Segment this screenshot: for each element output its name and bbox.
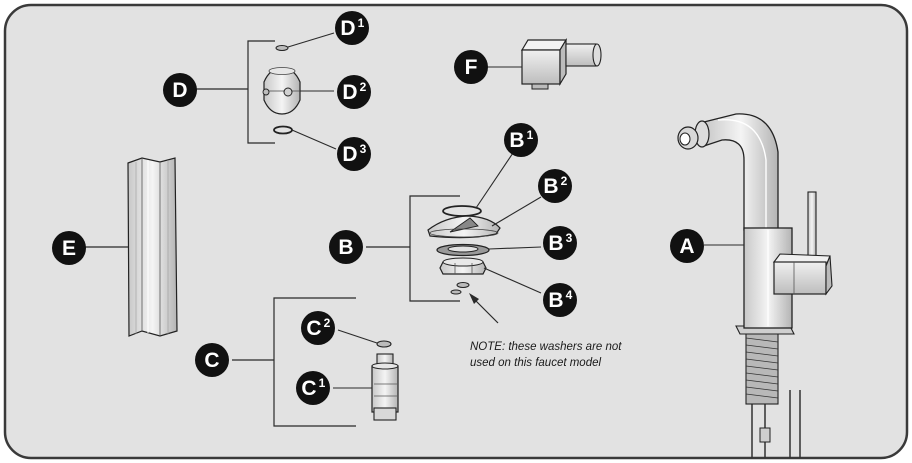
- bracket-d: [196, 40, 275, 144]
- leader-d1: [287, 32, 335, 48]
- label-badge-superscript: 4: [566, 288, 573, 302]
- label-badge-circle: [543, 226, 577, 260]
- part-d2-barrel: [262, 67, 301, 115]
- part-e-tube: [127, 157, 178, 337]
- leader-d3: [291, 129, 337, 150]
- label-badge-text: B: [509, 129, 524, 152]
- label-badge-circle: [329, 230, 363, 264]
- label-badge-text: E: [62, 237, 76, 260]
- label-badge-text: A: [679, 235, 694, 258]
- bracket-b: [366, 195, 460, 302]
- leader-b2: [491, 196, 542, 227]
- label-badge-circle: [335, 11, 369, 45]
- label-badge-text: D: [342, 143, 357, 166]
- label-badge-circle: [543, 283, 577, 317]
- part-d1-washer: [275, 45, 289, 51]
- label-badge-superscript: 3: [360, 142, 367, 156]
- label-badge-circle: [52, 231, 86, 265]
- label-badge-text: C: [306, 317, 321, 340]
- part-b4-nut: [439, 257, 487, 275]
- label-badge-c: C: [195, 343, 229, 377]
- label-badge-superscript: 2: [561, 174, 568, 188]
- note-line-1: NOTE: these washers are not: [470, 341, 622, 353]
- part-f-handle-block: [520, 37, 602, 90]
- label-badge-text: C: [301, 377, 316, 400]
- label-badge-e: E: [52, 231, 86, 265]
- note-line-2: used on this faucet model: [470, 357, 601, 369]
- label-badge-circle: [296, 371, 330, 405]
- label-badge-text: C: [204, 349, 219, 372]
- label-badge-b: B: [329, 230, 363, 264]
- label-badge-circle: [454, 50, 488, 84]
- label-badge-text: D: [340, 17, 355, 40]
- label-badge-circle: [670, 229, 704, 263]
- label-badge-a: A: [670, 229, 704, 263]
- label-badge-superscript: 2: [360, 80, 367, 94]
- note-arrow: [469, 293, 499, 324]
- label-badge-circle: [337, 137, 371, 171]
- label-badge-f: F: [454, 50, 488, 84]
- leader-b3: [488, 246, 542, 250]
- label-badge-superscript: 2: [324, 316, 331, 330]
- label-badge-text: B: [548, 232, 563, 255]
- part-c1-cartridge: [371, 353, 399, 421]
- label-badge-d: D: [163, 73, 197, 107]
- label-badge-circle: [301, 311, 335, 345]
- part-c2-washer: [376, 340, 392, 348]
- label-badge-superscript: 1: [358, 16, 365, 30]
- label-badge-circle: [504, 123, 538, 157]
- part-b3-washer: [436, 243, 490, 257]
- part-b2-cap: [427, 215, 501, 239]
- label-badge-superscript: 1: [319, 376, 326, 390]
- label-badge-text: D: [342, 81, 357, 104]
- label-badge-superscript: 1: [527, 128, 534, 142]
- label-badge-text: B: [548, 289, 563, 312]
- label-badge-circle: [195, 343, 229, 377]
- label-badge-circle: [538, 169, 572, 203]
- leader-b4: [483, 267, 542, 294]
- leader-b1: [475, 149, 516, 209]
- label-badge-text: B: [543, 175, 558, 198]
- label-badge-circle: [337, 75, 371, 109]
- label-badge-text: F: [465, 56, 478, 79]
- label-badge-circle: [163, 73, 197, 107]
- label-badge-superscript: 3: [566, 231, 573, 245]
- part-a-faucet-body: [677, 113, 833, 458]
- label-badge-text: B: [338, 236, 353, 259]
- leader-c2: [337, 329, 378, 344]
- bracket-c: [232, 297, 356, 427]
- label-badge-text: D: [172, 79, 187, 102]
- unused-washers: [450, 282, 470, 295]
